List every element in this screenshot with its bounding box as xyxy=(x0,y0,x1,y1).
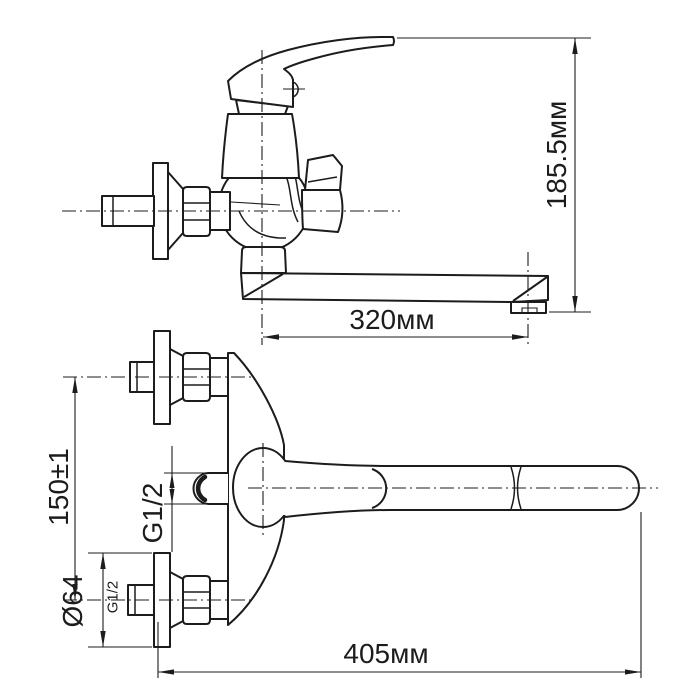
arrowhead xyxy=(512,334,528,340)
arrowhead xyxy=(100,553,106,569)
overall-length-label: 405мм xyxy=(343,638,428,669)
inlet-spacing-dimension: 150±1 xyxy=(43,377,78,600)
escutcheon-diameter-dimension: Ø64 G1/2 xyxy=(57,552,152,648)
arrowhead xyxy=(169,473,175,488)
swivel-spout xyxy=(240,272,549,303)
arrowhead xyxy=(572,296,578,312)
spout-reach-dimension-label: 320мм xyxy=(349,304,434,335)
arrowhead xyxy=(100,631,106,647)
arrowhead xyxy=(572,38,578,54)
arrowhead xyxy=(169,489,175,504)
body-inner-edge xyxy=(230,201,281,206)
body-inner-seam xyxy=(238,210,287,239)
inlet-thread-label: G1/2 xyxy=(104,581,121,614)
arrowhead xyxy=(263,334,279,340)
outlet-thread-crescent xyxy=(195,474,208,503)
cartridge-housing xyxy=(221,113,300,179)
lever-handle xyxy=(227,36,395,108)
arrowhead xyxy=(625,669,641,675)
shower-thread-label: G1/2 xyxy=(137,483,168,544)
height-dimension: 185.5мм xyxy=(397,37,591,313)
arrowhead xyxy=(72,377,78,393)
spout-neck-block xyxy=(240,246,287,274)
spout-edge-line xyxy=(243,273,284,298)
side-view-drawing: 185.5мм 320мм xyxy=(62,36,591,347)
handle-screw-cap xyxy=(283,79,305,103)
inlet-spacing-label: 150±1 xyxy=(43,448,74,526)
spout-reach-dimension: 320мм xyxy=(263,304,528,340)
overall-length-dimension: 405мм xyxy=(157,512,642,678)
arrowhead xyxy=(72,584,78,600)
spout-end-edge-line xyxy=(512,276,548,302)
plan-view-drawing: 150±1 Ø64 G1/2 G1/2 405 xyxy=(43,330,658,678)
height-dimension-label: 185.5мм xyxy=(541,101,572,210)
escutcheon-diameter-label: Ø64 xyxy=(57,575,88,628)
diverter-knob xyxy=(301,154,344,233)
arrowhead xyxy=(158,669,174,675)
supply-pipe xyxy=(129,361,155,393)
shower-outlet xyxy=(192,472,228,505)
shower-thread-dimension: G1/2 xyxy=(137,446,206,552)
